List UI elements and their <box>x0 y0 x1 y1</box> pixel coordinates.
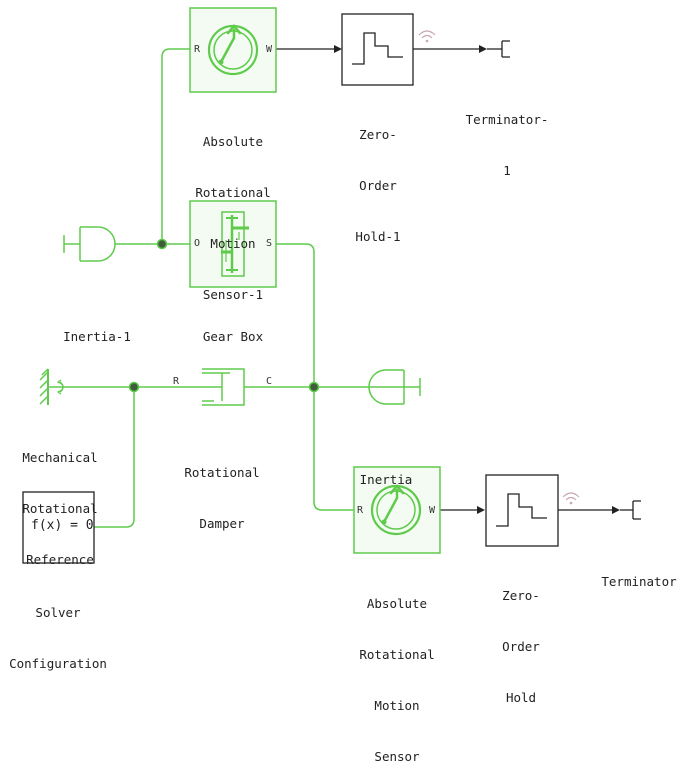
step-icon <box>352 32 403 65</box>
label-zero-order-hold-1[interactable]: Zero- Order Hold-1 <box>355 92 400 262</box>
label-line: Zero- <box>359 127 397 142</box>
gear-icon <box>221 211 249 277</box>
block-rotational-damper[interactable] <box>202 368 245 406</box>
step-icon <box>496 493 547 527</box>
label-line: Configuration <box>9 656 107 671</box>
label-line: 1 <box>503 163 511 178</box>
block-diagram-canvas[interactable] <box>0 0 681 636</box>
rotational-sensor-icon <box>370 484 422 536</box>
line-gearbox-to-sensor <box>276 243 354 511</box>
block-gear-box[interactable] <box>189 200 277 288</box>
label-line: Zero- <box>502 588 540 603</box>
line-sensor1-to-junction1 <box>161 48 190 244</box>
block-zero-order-hold[interactable] <box>485 474 559 547</box>
junction-dot <box>156 238 168 250</box>
arrowhead <box>479 45 487 53</box>
label-line: Hold <box>505 690 537 705</box>
label-line: Inertia-1 <box>63 329 131 344</box>
label-rotational-damper[interactable]: Rotational Damper <box>184 430 259 549</box>
wireless-icon <box>418 30 436 43</box>
port-label-r: R <box>194 44 201 55</box>
junction-dot <box>308 381 320 393</box>
label-line: Order <box>502 639 540 654</box>
label-line: Hold-1 <box>355 229 401 244</box>
label-line: Order <box>359 178 397 193</box>
label-line: Reference <box>26 552 94 567</box>
block-absolute-rotational-motion-sensor[interactable] <box>353 466 441 554</box>
junction-dot <box>128 381 140 393</box>
block-solver-configuration[interactable] <box>22 491 95 564</box>
label-mechanical-rotational-reference[interactable]: Mechanical Rotational Reference <box>22 415 97 585</box>
port-label-r: R <box>357 505 364 516</box>
label-line: Inertia <box>359 472 413 487</box>
label-terminator[interactable]: Terminator <box>601 539 676 607</box>
arrowhead <box>477 506 485 514</box>
block-absolute-rotational-motion-sensor-1[interactable] <box>189 7 277 93</box>
arrowheads <box>334 45 620 514</box>
label-line: Terminator <box>601 574 677 589</box>
rotational-sensor-icon <box>207 24 259 76</box>
label-line: Gear Box <box>202 329 264 344</box>
junctions <box>128 238 320 393</box>
label-line: Rotational <box>359 647 435 662</box>
port-label-o: O <box>194 238 201 249</box>
signal-connections <box>276 48 613 511</box>
port-label-w: W <box>429 505 436 516</box>
label-line: Rotational <box>195 185 271 200</box>
label-zero-order-hold[interactable]: Zero- Order Hold <box>502 553 540 723</box>
label-line: Rotational <box>22 501 98 516</box>
label-line: Motion <box>210 236 256 251</box>
label-line: Absolute <box>366 596 428 611</box>
label-inertia-1[interactable]: Inertia-1 <box>63 294 131 362</box>
port-label-s: S <box>266 238 273 249</box>
block-inertia-1[interactable] <box>63 226 116 262</box>
label-line: Damper <box>199 516 245 531</box>
label-line: Absolute <box>202 134 264 149</box>
label-line: Motion <box>374 698 420 713</box>
label-line: Mechanical <box>22 450 98 465</box>
wireless-icon <box>562 492 580 505</box>
physical-connections <box>66 48 370 528</box>
block-zero-order-hold-1[interactable] <box>341 13 414 86</box>
label-line: Sensor <box>374 749 420 764</box>
block-terminator-1[interactable] <box>487 40 510 58</box>
label-line: Rotational <box>184 465 260 480</box>
line-solver-to-junction <box>81 387 135 528</box>
arrowhead <box>334 45 342 53</box>
label-line: Terminator- <box>465 112 549 127</box>
block-terminator[interactable] <box>620 500 641 520</box>
label-line: Solver <box>35 605 81 620</box>
port-label-c: C <box>266 376 273 387</box>
label-absolute-rotational-motion-sensor[interactable]: Absolute Rotational Motion Sensor <box>359 561 434 782</box>
block-mechanical-rotational-reference[interactable] <box>39 368 66 405</box>
block-inertia[interactable] <box>368 369 421 405</box>
port-label-w: W <box>266 44 273 55</box>
solver-expression: f(x) = 0 <box>31 518 94 533</box>
label-gear-box[interactable]: Gear Box <box>203 294 263 362</box>
label-line: Sensor-1 <box>202 287 264 302</box>
arrowhead <box>612 506 620 514</box>
label-absolute-rotational-motion-sensor-1[interactable]: Absolute Rotational Motion Sensor-1 <box>195 99 270 320</box>
label-inertia[interactable]: Inertia <box>360 437 413 505</box>
label-terminator-1[interactable]: Terminator- 1 <box>466 77 549 196</box>
label-solver-configuration[interactable]: Solver Configuration <box>9 570 107 689</box>
port-label-r: R <box>173 376 180 387</box>
